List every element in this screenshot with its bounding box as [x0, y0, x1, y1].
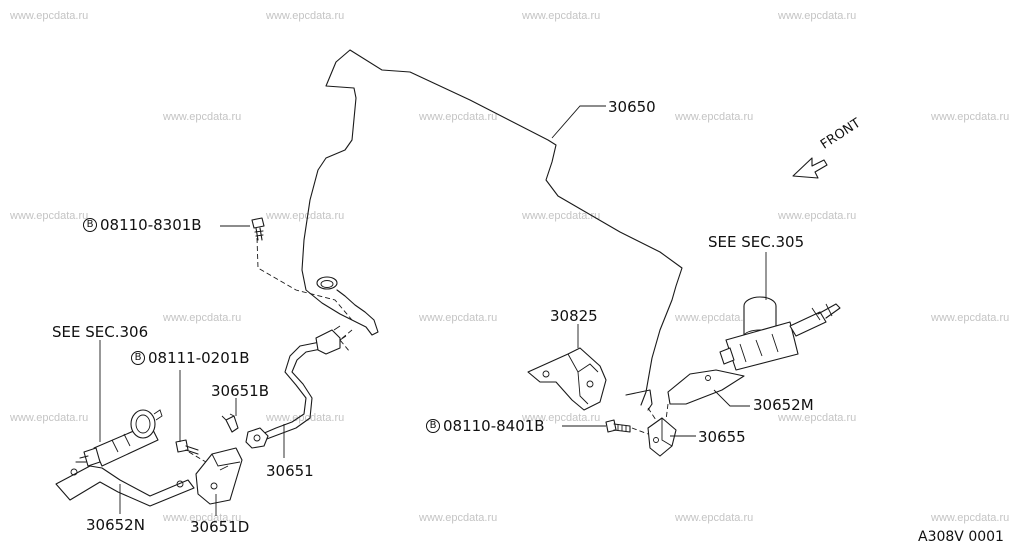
callout-30651: 30651 [266, 462, 314, 480]
callout-08111-0201b: B 08111-0201B [131, 350, 250, 366]
watermark: www.epcdata.ru [778, 10, 857, 22]
watermark: www.epcdata.ru [163, 312, 242, 324]
watermark: www.epcdata.ru [419, 111, 498, 123]
callout-08110-8401b-text: 08110-8401B [443, 417, 545, 435]
callout-08110-8301b: B 08110-8301B [83, 217, 202, 233]
bolt-upper-dash [256, 237, 353, 321]
m-bracket-dash [665, 403, 669, 421]
bolt-right [605, 419, 631, 433]
callout-30652m: 30652M [753, 396, 814, 414]
watermark: www.epcdata.ru [675, 512, 754, 524]
callout-08110-8301b-text: 08110-8301B [100, 216, 202, 234]
bolt-marker-b: B [131, 351, 145, 365]
hose-dash [339, 329, 353, 353]
clutch-hose [261, 341, 321, 435]
watermark: www.epcdata.ru [778, 210, 857, 222]
callout-30651d: 30651D [190, 518, 250, 536]
bracket-30652n [55, 465, 195, 507]
fitting-nut [253, 434, 261, 442]
clip-30651b [221, 413, 239, 433]
watermark: www.epcdata.ru [931, 312, 1010, 324]
callout-08111-0201b-text: 08111-0201B [148, 349, 250, 367]
pipe-end-dash [647, 407, 657, 421]
watermark: www.epcdata.ru [10, 210, 89, 222]
watermark: www.epcdata.ru [931, 111, 1010, 123]
watermark: www.epcdata.ru [163, 111, 242, 123]
watermark: www.epcdata.ru [522, 210, 601, 222]
callout-30652n: 30652N [86, 516, 145, 534]
watermark: www.epcdata.ru [419, 312, 498, 324]
front-arrow-icon [792, 157, 828, 179]
clutch-hose-outer [263, 347, 327, 441]
pipe-end-tip [625, 389, 653, 411]
callout-30651b: 30651B [211, 382, 270, 400]
watermark: www.epcdata.ru [522, 10, 601, 22]
watermark: www.epcdata.ru [163, 512, 242, 524]
watermark: www.epcdata.ru [675, 111, 754, 123]
bolt-right-dash [631, 427, 649, 435]
bracket-30651d [195, 447, 243, 505]
diagram-code: A308V 0001 [918, 529, 1004, 545]
bolt-marker-b: B [426, 419, 440, 433]
bolt-marker-b: B [83, 218, 97, 232]
leader-30650 [551, 105, 606, 139]
callout-30650: 30650 [608, 98, 656, 116]
watermark: www.epcdata.ru [10, 412, 89, 424]
watermark: www.epcdata.ru [931, 512, 1010, 524]
clutch-pipe [301, 49, 683, 406]
bracket-30652m [667, 369, 745, 405]
bracket-30825 [527, 347, 607, 411]
watermark: www.epcdata.ru [266, 10, 345, 22]
watermark: www.epcdata.ru [266, 412, 345, 424]
grommet-hole [320, 280, 334, 288]
operating-cylinder [75, 409, 163, 467]
watermark: www.epcdata.ru [778, 412, 857, 424]
watermark: www.epcdata.ru [419, 512, 498, 524]
bracket-30655 [647, 417, 677, 457]
watermark: www.epcdata.ru [522, 412, 601, 424]
watermark: www.epcdata.ru [675, 312, 754, 324]
hose-fitting-lower [245, 427, 269, 449]
callout-see-sec-305: SEE SEC.305 [708, 233, 805, 251]
master-cylinder [719, 296, 841, 371]
leader-30652m [713, 389, 750, 407]
callout-08110-8401b: B 08110-8401B [426, 418, 545, 434]
watermark: www.epcdata.ru [10, 10, 89, 22]
bolt-upper [251, 217, 265, 241]
watermark: www.epcdata.ru [266, 210, 345, 222]
bolt-left [175, 439, 199, 455]
hose-fitting-upper [315, 329, 341, 355]
callout-30825: 30825 [550, 307, 598, 325]
callout-30655: 30655 [698, 428, 746, 446]
callout-see-sec-306: SEE SEC.306 [52, 323, 149, 341]
